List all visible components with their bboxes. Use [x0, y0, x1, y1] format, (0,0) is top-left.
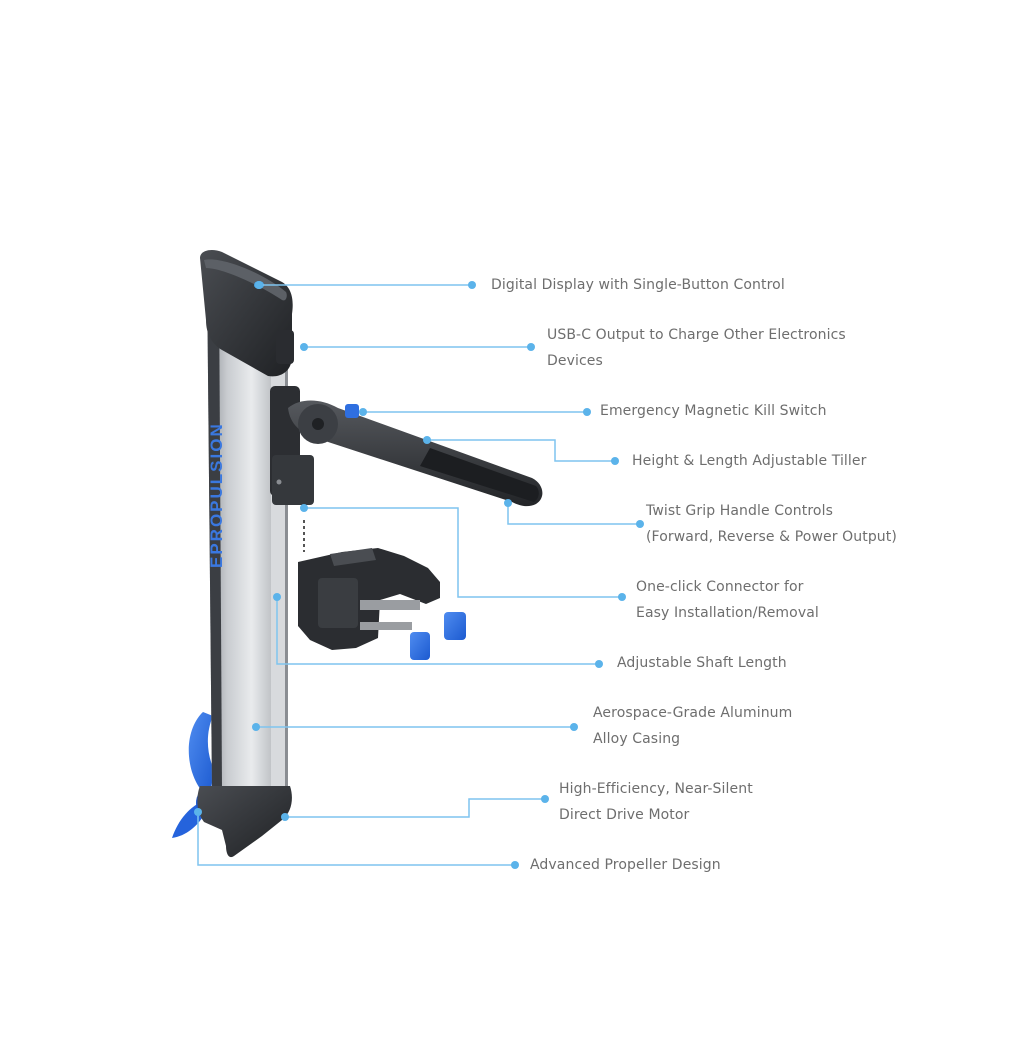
callout-shaft-length: Adjustable Shaft Length [617, 650, 787, 676]
motor-pod [197, 786, 292, 858]
callout-shaft-line-1: Adjustable Shaft Length [617, 655, 787, 671]
callout-kill-switch: Emergency Magnetic Kill Switch [600, 398, 827, 424]
leader-shaft [276, 597, 599, 665]
callout-casing: Aerospace-Grade Aluminum Alloy Casing [593, 700, 792, 752]
callout-motor-line-1: High-Efficiency, Near-Silent [559, 781, 753, 797]
callout-connector-line-2: Easy Installation/Removal [636, 605, 819, 621]
shaft-logo: EPROPULSION [207, 422, 226, 568]
leader-dots [194, 281, 644, 869]
clamp-bracket [298, 520, 466, 660]
callout-twist-grip: Twist Grip Handle Controls (Forward, Rev… [646, 498, 897, 550]
callout-propeller-line-1: Advanced Propeller Design [530, 857, 721, 873]
callout-usb-line-1: USB-C Output to Charge Other Electronics [547, 327, 846, 343]
callout-twist-line-2: (Forward, Reverse & Power Output) [646, 529, 897, 545]
callout-connector-line-1: One-click Connector for [636, 579, 804, 595]
display-head [200, 250, 294, 377]
leader-propeller [197, 812, 515, 866]
callout-motor-line-2: Direct Drive Motor [559, 807, 690, 823]
callout-kill-line-1: Emergency Magnetic Kill Switch [600, 403, 827, 419]
callout-usb: USB-C Output to Charge Other Electronics… [547, 322, 846, 374]
leader-twist [507, 503, 640, 525]
callout-casing-line-2: Alloy Casing [593, 731, 681, 747]
callout-propeller: Advanced Propeller Design [530, 852, 721, 878]
leader-motor [285, 798, 545, 818]
callout-motor: High-Efficiency, Near-Silent Direct Driv… [559, 776, 753, 828]
callout-connector: One-click Connector for Easy Installatio… [636, 574, 819, 626]
callout-tiller: Height & Length Adjustable Tiller [632, 448, 866, 474]
callout-tiller-line-1: Height & Length Adjustable Tiller [632, 453, 867, 469]
callout-twist-line-1: Twist Grip Handle Controls [646, 503, 833, 519]
leader-lines [197, 284, 640, 866]
tiller [288, 400, 543, 507]
callout-display: Digital Display with Single-Button Contr… [491, 272, 785, 298]
leader-connector [304, 507, 622, 598]
callout-casing-line-1: Aerospace-Grade Aluminum [593, 705, 793, 721]
callout-usb-line-2: Devices [547, 353, 603, 369]
callout-display-line-1: Digital Display with Single-Button Contr… [491, 277, 785, 293]
leader-tiller [427, 439, 615, 462]
